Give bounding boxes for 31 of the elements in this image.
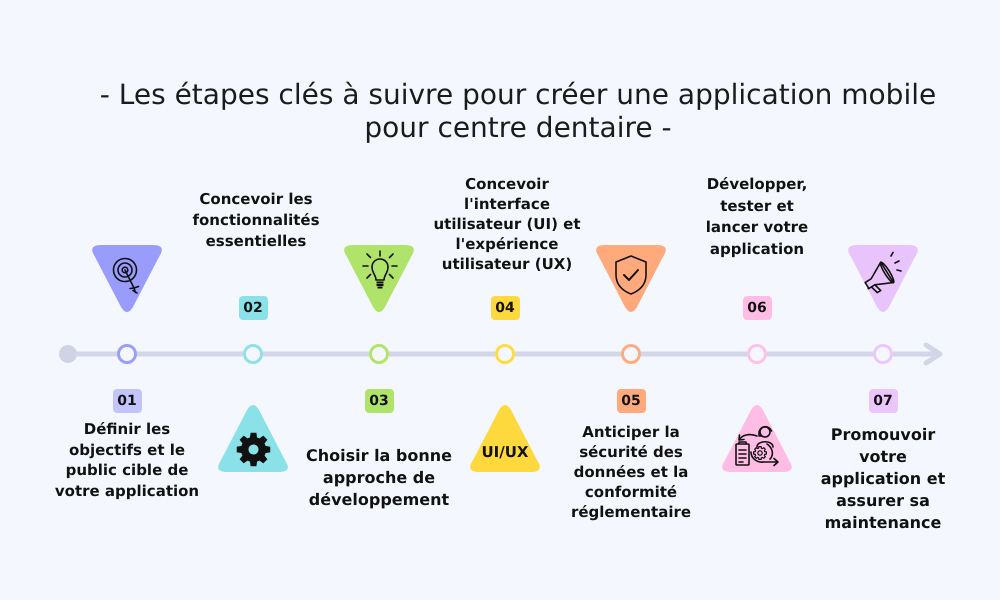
timeline-dot <box>369 344 389 364</box>
step-number: 07 <box>868 389 898 413</box>
timeline-line <box>767 352 873 356</box>
step-description: Concevoir l'interface utilisateur (UI) et l'expérience utilisateur (UX) <box>432 174 582 274</box>
timeline-dot <box>243 344 263 364</box>
timeline-dot <box>495 344 515 364</box>
step-description: Promouvoir votre application et assurer sa maintenance <box>820 424 946 534</box>
step-number: 01 <box>112 389 142 413</box>
timeline-line <box>263 352 369 356</box>
step-description: Anticiper la sécurité des données et la conformité réglementaire <box>570 422 692 522</box>
step-description: Choisir la bonne approche de développement <box>304 445 453 511</box>
step-description: Développer, tester et lancer votre application <box>704 174 810 260</box>
timeline-line <box>641 352 747 356</box>
step-number: 04 <box>490 296 520 320</box>
timeline-line <box>137 352 243 356</box>
step-description: Définir les objectifs et le public cible de votre application <box>54 419 200 501</box>
step-number: 05 <box>616 389 646 413</box>
title: - Les étapes clés à suivre pour créer une application mobile pour centre dentaire - <box>98 78 938 144</box>
timeline-start-dot <box>59 345 77 363</box>
step-description: Concevoir les fonctionnalités essentielles <box>191 189 321 252</box>
timeline-dot <box>621 344 641 364</box>
timeline-line <box>77 352 117 356</box>
timeline-dot <box>117 344 137 364</box>
step-number: 06 <box>742 296 772 320</box>
timeline-arrow <box>893 342 942 366</box>
timeline-line <box>515 352 621 356</box>
timeline-dot <box>873 344 893 364</box>
step-number: 02 <box>238 296 268 320</box>
timeline-line <box>389 352 495 356</box>
timeline-dot <box>747 344 767 364</box>
step-number: 03 <box>364 389 394 413</box>
